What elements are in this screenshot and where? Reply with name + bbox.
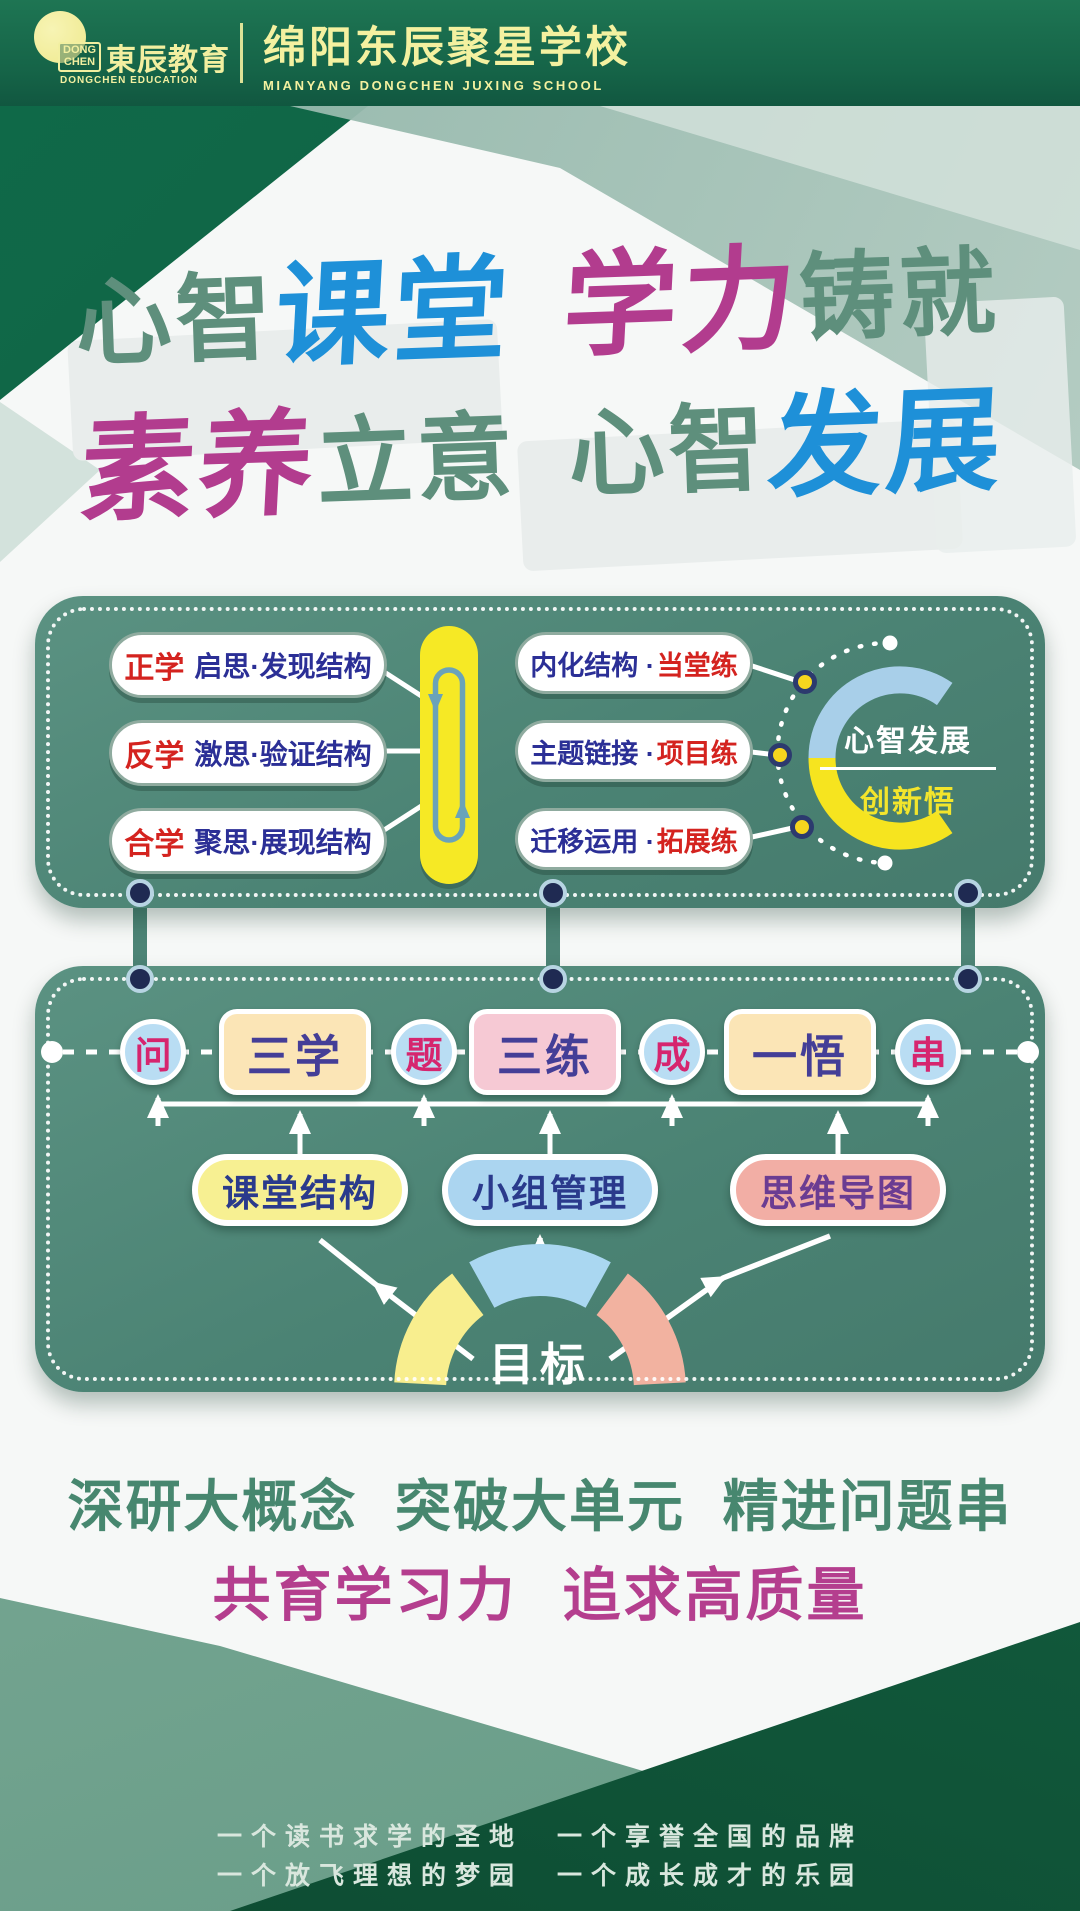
right-pill-dangtanglian: 内化结构 · 当堂练 xyxy=(515,632,753,694)
title-word: 素养 xyxy=(77,400,321,537)
logo-moon-icon xyxy=(34,11,86,63)
cycle-loop-arrow-icon xyxy=(428,667,470,843)
left-pill-zhengxue: 正学 启思·发现结构 xyxy=(109,632,387,698)
hub-line2: 创新悟 xyxy=(860,786,956,819)
title-word: 心智 xyxy=(566,395,771,510)
flow-node-chuan: 串 xyxy=(895,1019,961,1085)
method-pill-xiaozuguanli: 小组管理 xyxy=(442,1154,658,1226)
left-pill-hexue: 合学 聚思·展现结构 xyxy=(109,808,387,874)
method-pill-text: 思维导图 xyxy=(760,1173,916,1214)
flow-node-text: 三学 xyxy=(246,1030,343,1082)
flow-node-text: 一悟 xyxy=(751,1030,848,1082)
panel2-connector-graphics xyxy=(41,1041,1039,1386)
pill-label: 合学 xyxy=(124,828,185,861)
flow-node-text: 三练 xyxy=(496,1030,593,1082)
flow-node-wen: 问 xyxy=(120,1019,186,1085)
pill-practice: 项目练 xyxy=(656,738,738,769)
dongchen-logo: DONG CHEN 東辰教育 DONGCHEN EDUCATION xyxy=(34,7,234,99)
title-word: 发展 xyxy=(765,376,1008,513)
brand-name-cn: 東辰教育 xyxy=(106,44,230,77)
title-word: 学力 xyxy=(560,235,803,372)
school-name-cn: 绵阳东辰聚星学校 xyxy=(263,24,631,72)
logo-badge: DONG CHEN xyxy=(58,42,101,72)
flow-node-ti: 题 xyxy=(391,1019,457,1085)
pill-main: 主题链接 · xyxy=(530,738,655,769)
method-pill-text: 小组管理 xyxy=(472,1173,628,1214)
header-divider xyxy=(240,23,243,83)
connector-dot xyxy=(539,965,567,993)
pill-label: 反学 xyxy=(124,740,185,773)
slogan-line-1: 深研大概念 突破大单元 精进问题串 xyxy=(67,1475,1013,1538)
flow-node-cheng: 成 xyxy=(639,1019,705,1085)
connector-dot xyxy=(539,879,567,907)
brand-name-en: DONGCHEN EDUCATION xyxy=(60,75,198,86)
cycle-pill xyxy=(420,626,478,884)
goal-label: 目标 xyxy=(488,1339,591,1390)
hub-line1: 心智发展 xyxy=(844,725,972,758)
flow-node-text: 题 xyxy=(405,1035,443,1076)
footer-line-1: 一个读书求学的圣地 一个享誉全国的品牌 xyxy=(216,1823,863,1851)
poster-title: 心智 课堂 学力 铸就 素养 立意 心智 发展 xyxy=(0,233,1080,537)
title-word: 心智 xyxy=(73,264,278,379)
pill-desc: 启思·发现结构 xyxy=(194,651,372,682)
flow-node-sanxue: 三学 xyxy=(219,1009,371,1095)
flow-panel: 问 三学 题 三练 成 一悟 串 课堂结构 小组管理 思维导图 目标 xyxy=(35,966,1045,1392)
right-pill-tuozhanlian: 迁移运用 · 拓展练 xyxy=(515,808,753,870)
learning-structure-panel: 正学 启思·发现结构 反学 激思·验证结构 合学 聚思·展现结构 内化结构 · … xyxy=(35,596,1045,908)
flow-node-text: 问 xyxy=(134,1035,172,1076)
flow-node-text: 成 xyxy=(653,1035,691,1076)
title-word: 铸就 xyxy=(797,238,1002,353)
method-pill-text: 课堂结构 xyxy=(222,1173,378,1214)
footer-mottos: 一个读书求学的圣地 一个享誉全国的品牌 一个放飞理想的梦园 一个成长成才的乐园 xyxy=(0,1818,1080,1896)
slogan-line-2: 共育学习力 追求高质量 xyxy=(212,1563,868,1628)
method-pill-siweidaotu: 思维导图 xyxy=(730,1154,946,1226)
panel-connector-bar xyxy=(961,900,975,978)
connector-dot xyxy=(126,965,154,993)
flow-node-text: 串 xyxy=(909,1035,947,1076)
hub-divider xyxy=(820,767,996,770)
left-pill-fanxue: 反学 激思·验证结构 xyxy=(109,720,387,786)
connector-dot xyxy=(954,879,982,907)
header-bar: DONG CHEN 東辰教育 DONGCHEN EDUCATION 绵阳东辰聚星… xyxy=(0,0,1080,106)
footer-line-2: 一个放飞理想的梦园 一个成长成才的乐园 xyxy=(216,1861,863,1890)
panel-connector-bar xyxy=(546,900,560,978)
pill-desc: 聚思·展现结构 xyxy=(194,827,372,858)
hub-label: 心智发展 创新悟 xyxy=(808,716,1008,821)
method-pill-ketangjiegou: 课堂结构 xyxy=(192,1154,408,1226)
pill-practice: 当堂练 xyxy=(656,650,738,681)
connector-dot xyxy=(126,879,154,907)
title-word: 课堂 xyxy=(272,245,515,382)
right-pill-xiangmulian: 主题链接 · 项目练 xyxy=(515,720,753,782)
pill-label: 正学 xyxy=(124,652,185,685)
pill-main: 迁移运用 · xyxy=(530,826,655,857)
school-name-en: MIANYANG DONGCHEN JUXING SCHOOL xyxy=(263,78,604,93)
pill-desc: 激思·验证结构 xyxy=(194,739,372,770)
connector-dot xyxy=(954,965,982,993)
pill-practice: 拓展练 xyxy=(656,826,738,857)
flow-node-yiwu: 一悟 xyxy=(724,1009,876,1095)
title-word: 立意 xyxy=(314,403,519,518)
flow-node-sanlian: 三练 xyxy=(469,1009,621,1095)
panel-connector-bar xyxy=(133,900,147,978)
pill-main: 内化结构 · xyxy=(530,650,655,681)
